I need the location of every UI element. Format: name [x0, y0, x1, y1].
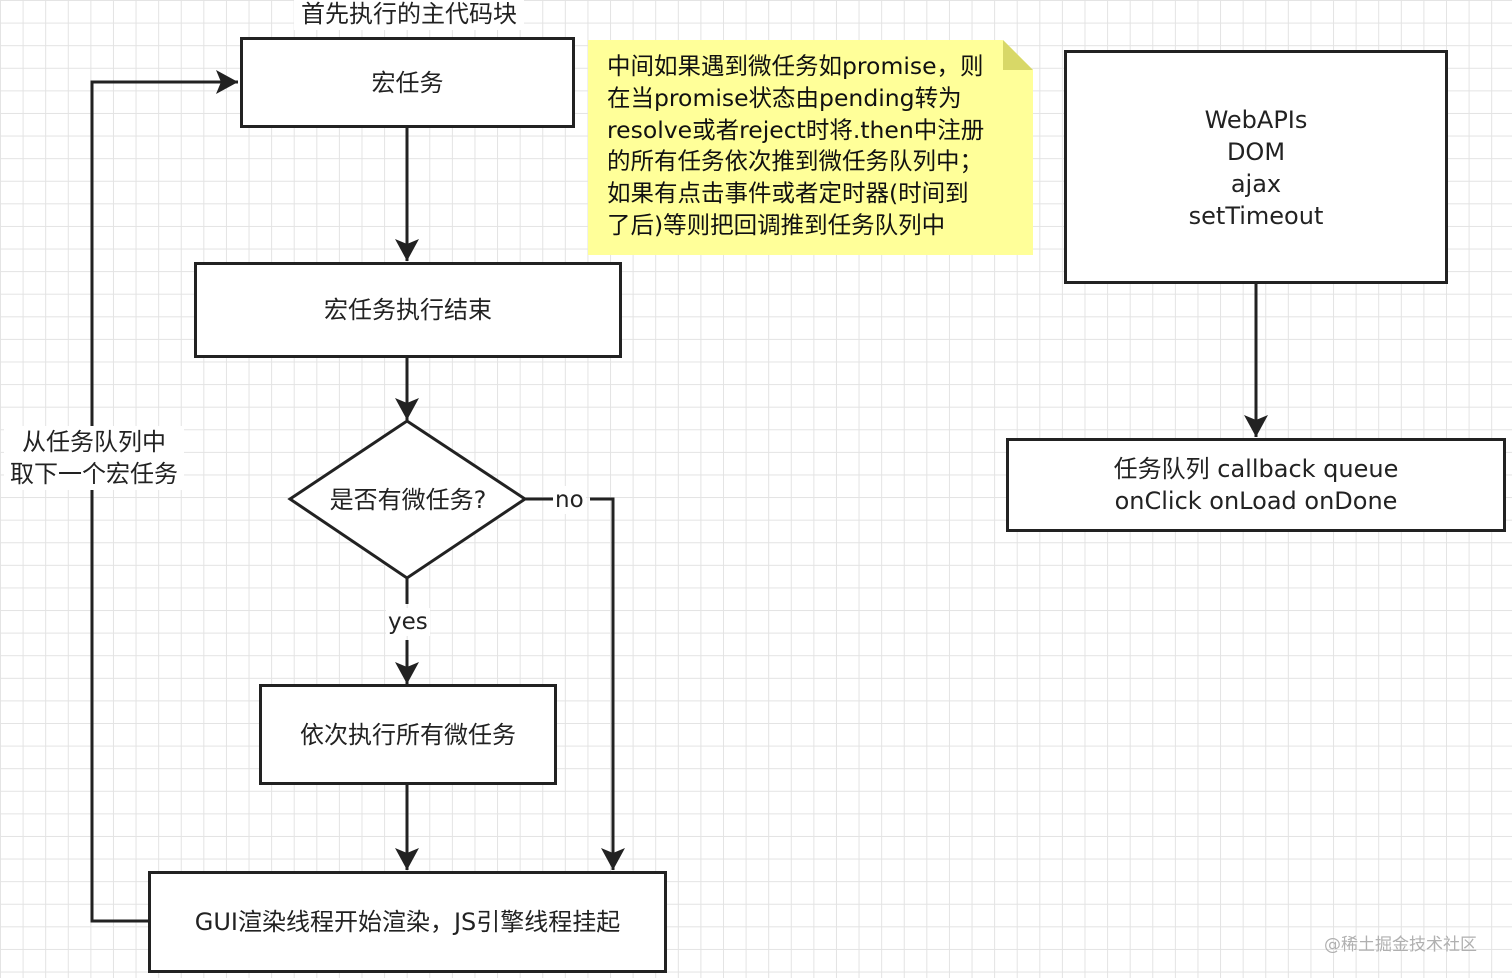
webapis-line: setTimeout	[1188, 202, 1324, 230]
loop-label: 从任务队列中 取下一个宏任务	[4, 426, 184, 490]
decision-no-label: no	[553, 486, 586, 514]
loop-label-line2: 取下一个宏任务	[10, 460, 178, 488]
gui-render-box: GUI渲染线程开始渲染，JS引擎线程挂起	[148, 871, 667, 973]
run-micro-tasks-label: 依次执行所有微任务	[300, 720, 516, 749]
run-micro-tasks-box: 依次执行所有微任务	[259, 684, 557, 785]
note-line: 在当promise状态由pending转为	[607, 83, 962, 112]
decision-label: 是否有微任务?	[329, 486, 487, 514]
webapis-line: ajax	[1230, 170, 1282, 198]
note-line: 中间如果遇到微任务如promise，则	[607, 52, 984, 80]
loop-label-line1: 从任务队列中	[22, 428, 166, 456]
webapis-box: WebAPIs DOM ajax setTimeout	[1064, 50, 1448, 284]
webapis-line: WebAPIs	[1204, 106, 1308, 134]
webapis-line: DOM	[1226, 138, 1286, 166]
note-line: 了后)等则把回调推到任务队列中	[607, 210, 946, 239]
gui-render-label: GUI渲染线程开始渲染，JS引擎线程挂起	[194, 908, 621, 936]
task-queue-box: 任务队列 callback queue onClick onLoad onDon…	[1006, 438, 1506, 532]
macro-task-done-box: 宏任务执行结束	[194, 262, 622, 358]
note-line: 的所有任务依次推到微任务队列中；	[607, 147, 983, 176]
arrow-decision-no	[525, 497, 613, 870]
sticky-note-text: 中间如果遇到微任务如promise，则 在当promise状态由pending转…	[607, 51, 1022, 242]
watermark: @稀土掘金技术社区	[1324, 935, 1477, 955]
task-queue-line1: 任务队列 callback queue	[1113, 455, 1399, 483]
macro-task-label: 宏任务	[371, 68, 444, 97]
macro-task-box: 宏任务	[240, 37, 575, 128]
arrow-loop-back	[90, 70, 238, 923]
note-line: 如果有点击事件或者定时器(时间到	[607, 179, 969, 208]
decision-diamond	[287, 419, 528, 580]
macro-task-done-label: 宏任务执行结束	[324, 296, 492, 324]
task-queue-line2: onClick onLoad onDone	[1114, 487, 1398, 515]
top-label: 首先执行的主代码块	[294, 0, 524, 30]
decision-yes-label: yes	[386, 608, 430, 636]
note-line: resolve或者reject时将.then中注册	[607, 115, 985, 144]
sticky-note	[588, 40, 1033, 255]
